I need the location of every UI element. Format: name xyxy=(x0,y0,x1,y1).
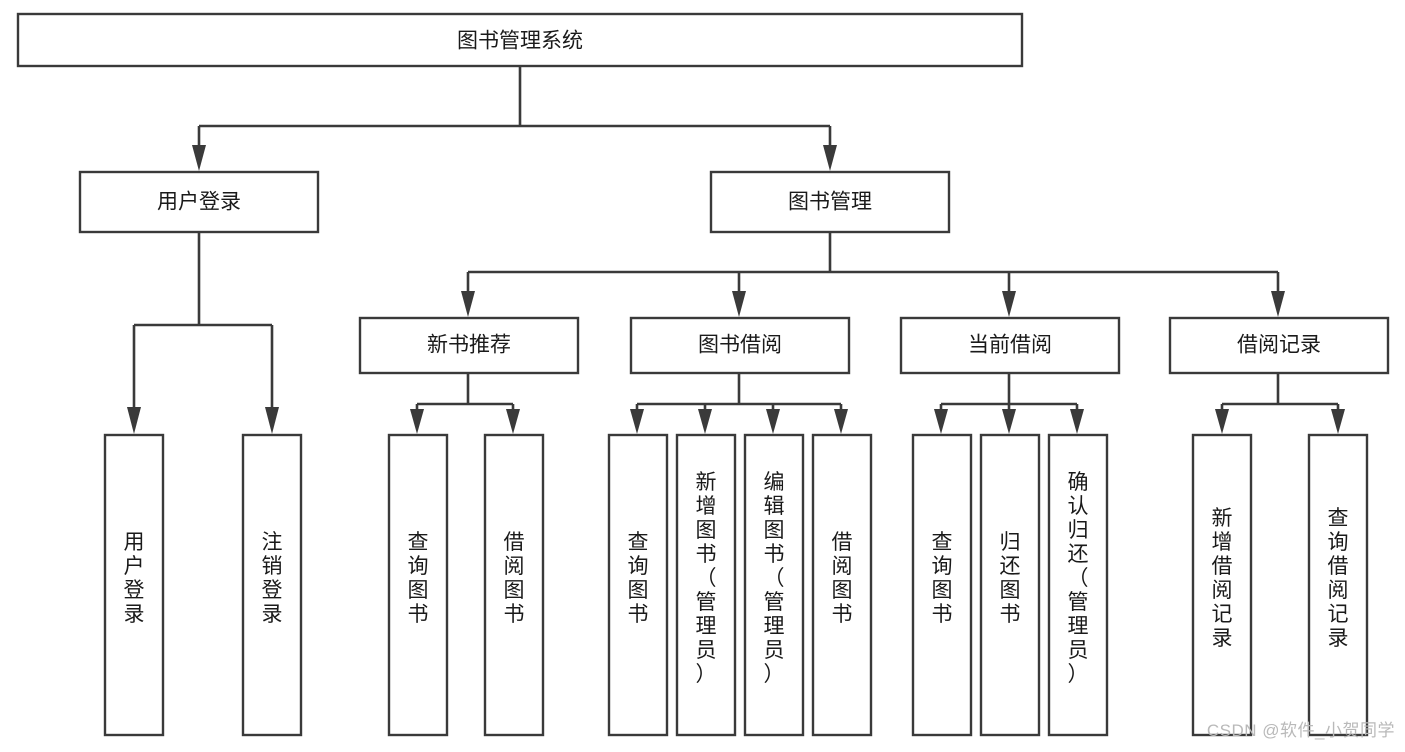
node-leaf-query-book-2-label: 查询图书 xyxy=(628,531,649,626)
arrow-head-current-leaf-1 xyxy=(934,409,948,434)
node-leaf-add-book-admin[interactable]: 新增图书（管理员） xyxy=(675,433,737,737)
arrow-head-leaf-user-login xyxy=(127,407,141,434)
arrow-head-borrow-leaf-4 xyxy=(834,409,848,434)
node-leaf-return-book-label: 归还图书 xyxy=(1000,531,1021,626)
arrow-head-newbook-leaf-2 xyxy=(506,409,520,434)
node-user-login-box[interactable] xyxy=(78,170,320,234)
node-borrow-record-box[interactable] xyxy=(1168,316,1390,375)
arrow-head-current-borrow xyxy=(1002,291,1016,317)
node-current-borrow-label: 当前借阅 xyxy=(968,334,1052,357)
arrow-head-new-book-rec xyxy=(461,291,475,317)
node-book-management-label: 图书管理 xyxy=(788,191,872,214)
node-leaf-query-book-3-label: 查询图书 xyxy=(932,531,953,626)
node-leaf-borrow-book-2[interactable]: 借阅图书 xyxy=(811,433,873,737)
node-leaf-query-book-1[interactable]: 查询图书 xyxy=(387,433,449,737)
node-root-box[interactable] xyxy=(16,12,1024,68)
node-current-borrow-box[interactable] xyxy=(899,316,1121,375)
arrow-head-current-leaf-3 xyxy=(1070,409,1084,434)
node-leaf-query-book-1-box[interactable] xyxy=(387,433,449,737)
arrow-head-borrow-record xyxy=(1271,291,1285,317)
arrow-head-record-leaf-1 xyxy=(1215,409,1229,434)
node-leaf-confirm-return-admin[interactable]: 确认归还（管理员） xyxy=(1047,433,1109,737)
node-book-management-box[interactable] xyxy=(709,170,951,234)
node-leaf-borrow-book-1[interactable]: 借阅图书 xyxy=(483,433,545,737)
node-leaf-borrow-book-1-box[interactable] xyxy=(483,433,545,737)
node-borrow-record-label: 借阅记录 xyxy=(1237,334,1321,357)
node-leaf-query-book-3[interactable]: 查询图书 xyxy=(911,433,973,737)
node-leaf-user-login-box[interactable] xyxy=(103,433,165,737)
arrow-head-newbook-leaf-1 xyxy=(410,409,424,434)
node-leaf-query-borrow-record-box[interactable] xyxy=(1307,433,1369,737)
node-book-borrow-box[interactable] xyxy=(629,316,851,375)
arrow-head-leaf-logout xyxy=(265,407,279,434)
node-leaf-confirm-return-admin-label: 确认归还（管理员） xyxy=(1068,471,1089,686)
node-leaf-query-book-2-box[interactable] xyxy=(607,433,669,737)
node-book-borrow-label: 图书借阅 xyxy=(698,334,782,357)
arrow-head-current-leaf-2 xyxy=(1002,409,1016,434)
node-root-label: 图书管理系统 xyxy=(457,30,583,53)
node-leaf-add-book-admin-box[interactable] xyxy=(675,433,737,737)
node-book-management[interactable]: 图书管理 xyxy=(709,170,951,234)
node-new-book-recommend-label: 新书推荐 xyxy=(427,334,511,357)
node-new-book-recommend[interactable]: 新书推荐 xyxy=(358,316,580,375)
node-leaf-confirm-return-admin-box[interactable] xyxy=(1047,433,1109,737)
node-leaf-return-book[interactable]: 归还图书 xyxy=(979,433,1041,737)
node-leaf-logout-label: 注销登录 xyxy=(262,531,283,626)
node-leaf-borrow-book-2-box[interactable] xyxy=(811,433,873,737)
node-leaf-return-book-box[interactable] xyxy=(979,433,1041,737)
node-leaf-query-book-2[interactable]: 查询图书 xyxy=(607,433,669,737)
node-root[interactable]: 图书管理系统 xyxy=(16,12,1024,68)
node-leaf-query-book-1-label: 查询图书 xyxy=(408,531,429,626)
node-leaf-query-borrow-record[interactable]: 查询借阅记录 xyxy=(1307,433,1369,737)
node-borrow-record[interactable]: 借阅记录 xyxy=(1168,316,1390,375)
node-leaf-logout-box[interactable] xyxy=(241,433,303,737)
node-leaf-logout[interactable]: 注销登录 xyxy=(241,433,303,737)
arrow-head-user-login xyxy=(192,145,206,171)
node-leaf-add-borrow-record-label: 新增借阅记录 xyxy=(1212,507,1233,650)
node-leaf-borrow-book-2-label: 借阅图书 xyxy=(832,531,853,626)
node-current-borrow[interactable]: 当前借阅 xyxy=(899,316,1121,375)
arrow-head-borrow-leaf-2 xyxy=(698,409,712,434)
arrow-head-record-leaf-2 xyxy=(1331,409,1345,434)
node-leaf-add-borrow-record-box[interactable] xyxy=(1191,433,1253,737)
arrow-head-book-mgmt xyxy=(823,145,837,171)
node-leaf-user-login-label: 用户登录 xyxy=(124,531,145,626)
node-user-login-label: 用户登录 xyxy=(157,191,241,214)
node-leaf-add-book-admin-label: 新增图书（管理员） xyxy=(696,471,717,686)
node-leaf-edit-book-admin-box[interactable] xyxy=(743,433,805,737)
node-leaf-edit-book-admin-label: 编辑图书（管理员） xyxy=(764,471,785,686)
node-user-login[interactable]: 用户登录 xyxy=(78,170,320,234)
node-leaf-user-login[interactable]: 用户登录 xyxy=(103,433,165,737)
node-book-borrow[interactable]: 图书借阅 xyxy=(629,316,851,375)
node-new-book-recommend-box[interactable] xyxy=(358,316,580,375)
arrow-head-borrow-leaf-3 xyxy=(766,409,780,434)
node-leaf-add-borrow-record[interactable]: 新增借阅记录 xyxy=(1191,433,1253,737)
node-leaf-query-borrow-record-label: 查询借阅记录 xyxy=(1328,507,1349,650)
arrow-head-book-borrow xyxy=(732,291,746,317)
watermark: CSDN @软件_小贺同学 xyxy=(1206,721,1395,740)
arrow-head-borrow-leaf-1 xyxy=(630,409,644,434)
leaf-nodes-layer: 用户登录 注销登录 查询图书 借阅图书 查询图书 新增图书（管理员） xyxy=(103,433,1369,737)
connector-layer xyxy=(127,66,1345,434)
node-leaf-query-book-3-box[interactable] xyxy=(911,433,973,737)
node-leaf-edit-book-admin[interactable]: 编辑图书（管理员） xyxy=(743,433,805,737)
node-leaf-borrow-book-1-label: 借阅图书 xyxy=(504,531,525,626)
